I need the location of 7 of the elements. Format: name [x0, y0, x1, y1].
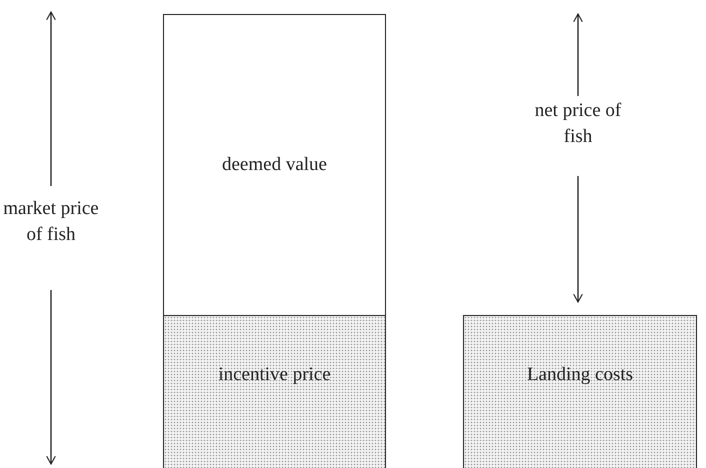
box-label: deemed value [222, 154, 327, 176]
box-label: Landing costs [526, 364, 634, 386]
stippled-box [463, 315, 697, 468]
dimension-label: market price of fish [2, 197, 100, 247]
box-label: incentive price [218, 364, 331, 386]
stippled-box [163, 315, 386, 468]
dimension-label: net price of fish [534, 99, 622, 149]
